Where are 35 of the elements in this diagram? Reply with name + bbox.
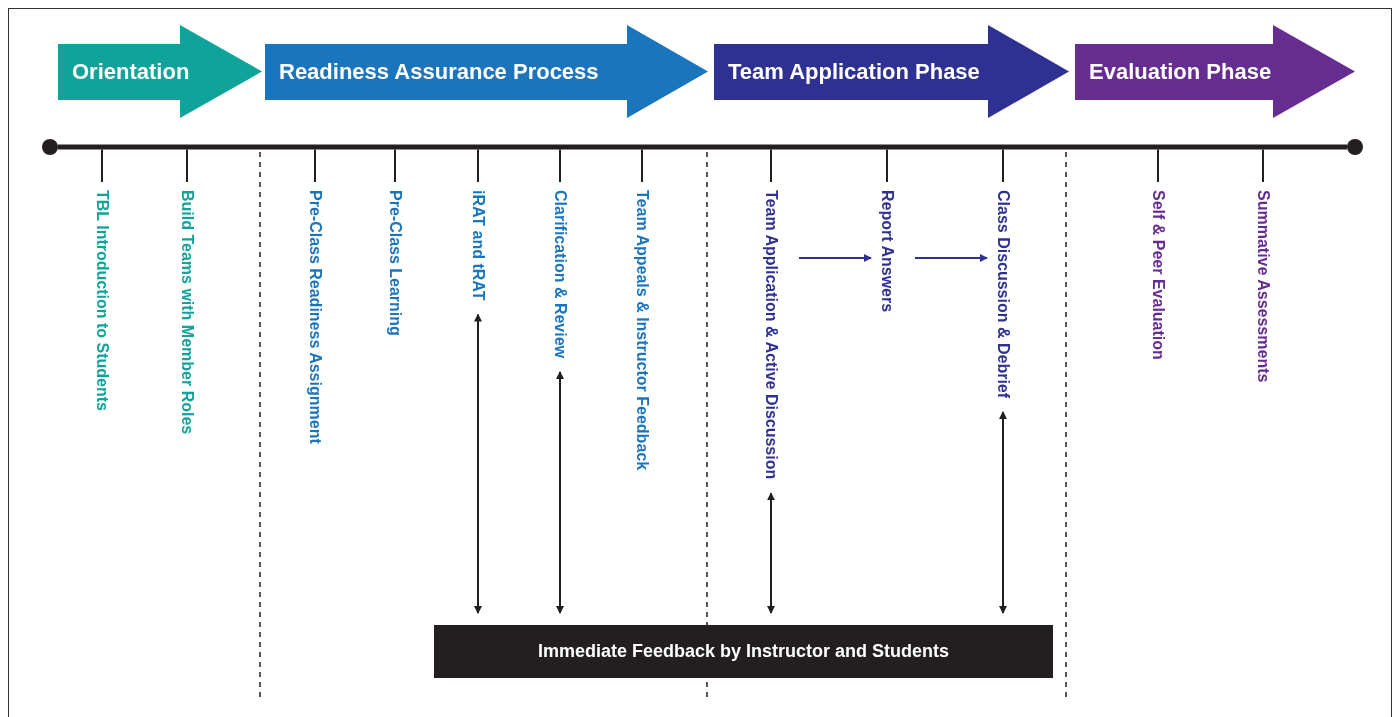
step-label: Self & Peer Evaluation: [1148, 190, 1168, 360]
tick-line: [186, 148, 188, 183]
tick-line: [394, 148, 396, 183]
tick-line: [314, 148, 316, 183]
tick-line: [1002, 148, 1004, 183]
arrow: [474, 313, 482, 614]
tick-line: [101, 148, 103, 183]
tick-line: [770, 148, 772, 183]
tick-line: [559, 148, 561, 183]
phase-banner: Readiness Assurance Process: [265, 25, 708, 118]
step-label: Pre-Class Learning: [385, 190, 405, 336]
arrow: [798, 254, 872, 262]
step-label: Summative Assessments: [1253, 190, 1273, 383]
phase-banner: Team Application Phase: [714, 25, 1069, 118]
arrow: [999, 411, 1007, 614]
tick-line: [641, 148, 643, 183]
tick-line: [477, 148, 479, 183]
step-label: iRAT and tRAT: [468, 190, 488, 301]
step-label: Class Discussion & Debrief: [993, 190, 1013, 399]
step-label: TBL Introduction to Students: [92, 190, 112, 411]
feedback-bar: Immediate Feedback by Instructor and Students: [434, 625, 1053, 678]
step-label: Pre-Class Readiness Assignment: [305, 190, 325, 444]
tick-line: [1262, 148, 1264, 183]
arrow: [767, 492, 775, 614]
step-label: Clarification & Review: [550, 190, 570, 359]
step-label: Team Application & Active Discussion: [761, 190, 781, 480]
arrow: [556, 371, 564, 614]
tick-line: [886, 148, 888, 183]
phase-banner: Evaluation Phase: [1075, 25, 1355, 118]
step-label: Build Teams with Member Roles: [177, 190, 197, 435]
phase-banner: Orientation: [58, 25, 262, 118]
step-label: Team Appeals & Instructor Feedback: [632, 190, 652, 471]
step-label: Report Answers: [877, 190, 897, 313]
arrow: [914, 254, 988, 262]
tick-line: [1157, 148, 1159, 183]
